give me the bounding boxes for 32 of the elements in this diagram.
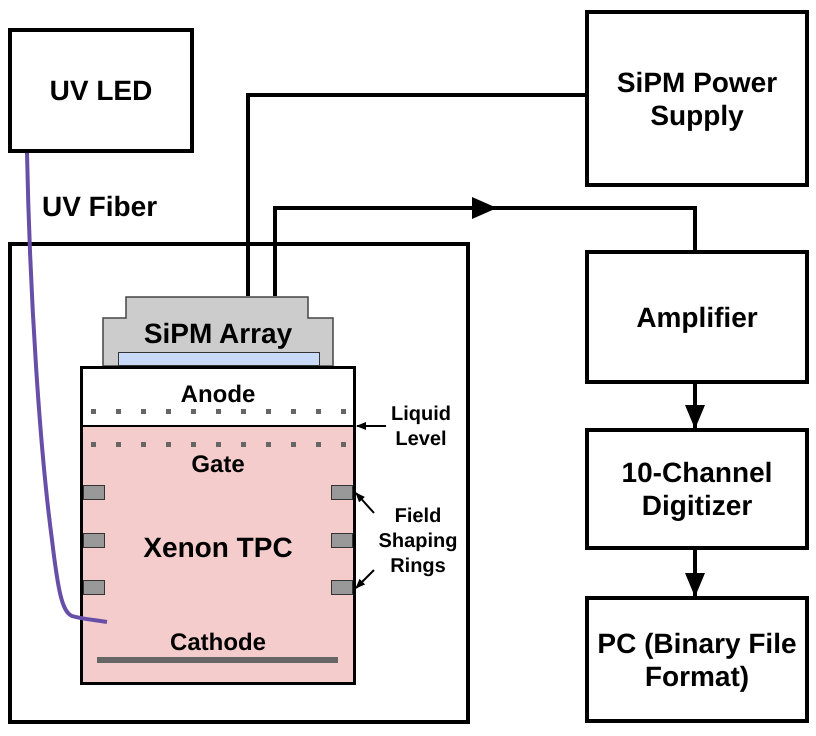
box-label: 10-Channel Digitizer: [620, 456, 774, 522]
box-label: Xenon TPC: [143, 532, 293, 564]
leader-arrow: [355, 569, 375, 589]
field-ring: [83, 580, 105, 595]
process-box: [585, 428, 809, 550]
tpc-chamber: [80, 366, 356, 685]
box-label: SiPM Array: [144, 318, 292, 350]
box-label: SiPM Power Supply: [616, 66, 778, 132]
arrow: [685, 384, 705, 429]
callout-label: Liquid Level: [386, 402, 456, 452]
part-label: Cathode: [170, 629, 266, 657]
field-ring: [83, 533, 105, 548]
process-box: [585, 10, 809, 187]
callout-label: Field Shaping Rings: [374, 504, 462, 580]
leader-arrow: [355, 492, 375, 514]
field-ring: [331, 533, 353, 548]
part-label: Gate: [191, 451, 245, 479]
box-label: PC (Binary File Format): [596, 626, 798, 692]
process-box: [585, 250, 809, 384]
field-ring: [331, 485, 353, 500]
process-box: [585, 596, 809, 723]
arrow: [685, 550, 705, 597]
connector-line: [246, 93, 585, 296]
part-label: Anode: [180, 381, 256, 409]
field-ring: [83, 485, 105, 500]
field-ring: [331, 580, 353, 595]
process-box: [8, 28, 194, 153]
box-label: UV LED: [50, 74, 152, 107]
box-label: Amplifier: [636, 300, 758, 334]
leader-arrow: [356, 422, 386, 430]
edge-label: UV Fiber: [42, 191, 158, 223]
enclosure-box: [8, 242, 470, 724]
